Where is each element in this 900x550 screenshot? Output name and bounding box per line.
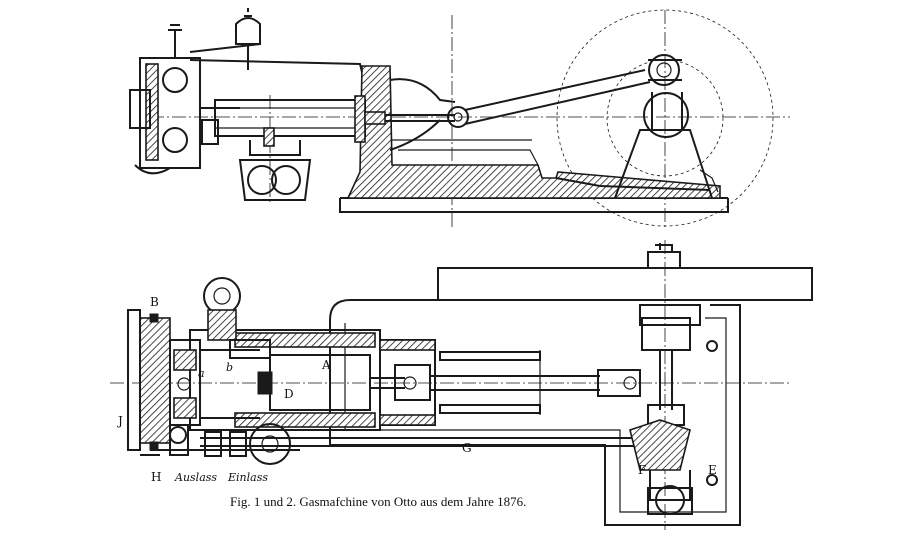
side-elevation-view (129, 8, 790, 230)
connecting-rod (464, 69, 651, 125)
connecting-rod-plan (430, 375, 600, 391)
piston (269, 354, 371, 411)
valve-gear-side (129, 8, 363, 175)
label-E: E (708, 463, 717, 477)
label-b: b (226, 361, 233, 374)
gear-assembly-side (238, 127, 312, 201)
label-einlass: Einlass (227, 471, 268, 484)
frame-body (346, 65, 721, 199)
label-A: A (321, 358, 331, 372)
part-labels: B a b A D J H Auslass Einlass G F E (116, 295, 717, 484)
crank-bearing (648, 54, 680, 86)
plan-view (110, 240, 813, 530)
label-B: B (150, 295, 159, 309)
label-F: F (638, 463, 646, 477)
crank-plan (641, 317, 691, 351)
bevel-gear-drive (629, 419, 693, 515)
cylinder-side (214, 99, 366, 137)
label-D: D (284, 387, 294, 401)
cylinder-head (139, 317, 171, 444)
label-G: G (462, 441, 472, 455)
label-auslass: Auslass (174, 471, 217, 484)
label-H: H (151, 470, 161, 484)
label-J: J (116, 414, 123, 428)
ignition-valve (203, 277, 241, 315)
engine-bed (339, 197, 729, 213)
crosshead-pin (447, 106, 469, 128)
oil-cup-icon (235, 8, 261, 45)
crank-disc (643, 92, 689, 138)
valves-bottom (140, 423, 300, 465)
flywheel-rim-plan (437, 267, 813, 301)
figure-caption: Fig. 1 und 2. Gasmafchine von Otto aus d… (230, 494, 526, 509)
crosshead-plan (394, 364, 431, 401)
gear-wheel-icon (249, 423, 291, 465)
label-a: a (198, 367, 205, 380)
